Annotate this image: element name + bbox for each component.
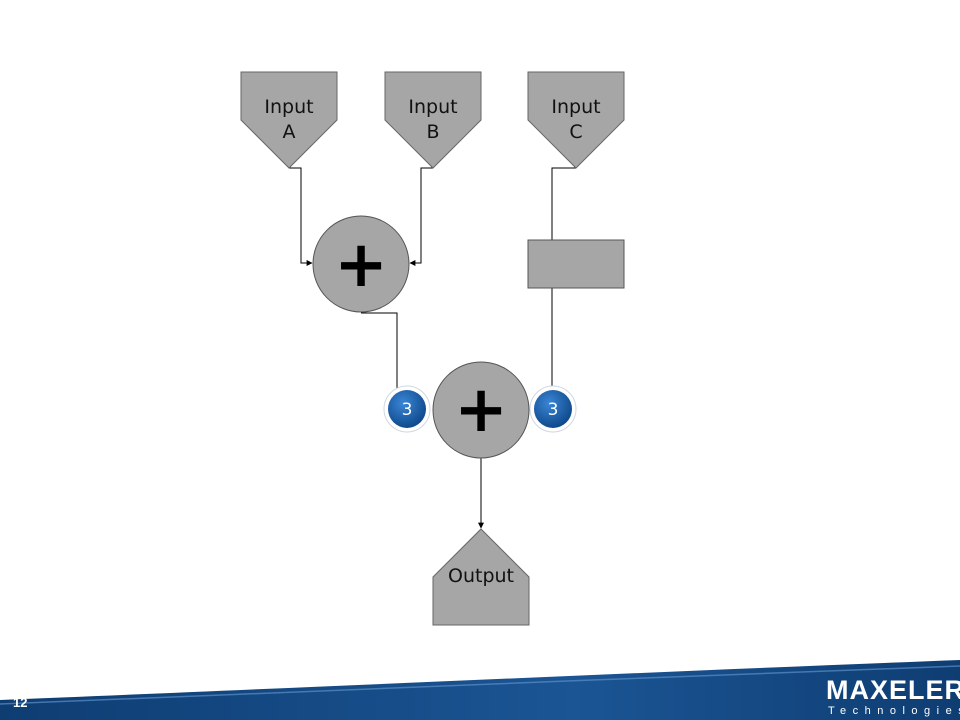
connectors — [289, 167, 576, 529]
connector-input-b-to-adder-1 — [409, 167, 433, 266]
adder-node-1: + — [312, 215, 410, 313]
page-number: 12 — [13, 695, 27, 710]
adder-node-2: + — [432, 361, 530, 459]
input-a-label-line1: Input — [264, 96, 313, 118]
logo-main-text: MAXELER — [826, 675, 960, 705]
input-node-a: Input A — [240, 71, 338, 169]
delay-badge-left: 3 — [383, 385, 431, 433]
input-b-label-line2: B — [426, 121, 439, 143]
input-node-b: Input B — [384, 71, 482, 169]
logo-sub-text: Technologies — [828, 705, 960, 717]
footer: 12 MAXELER Technologies — [0, 660, 960, 720]
connector-input-c-to-box — [551, 167, 576, 240]
delay-box — [527, 239, 625, 289]
input-c-label-line2: C — [569, 121, 582, 143]
footer-highlight — [0, 665, 960, 705]
input-node-c: Input C — [527, 71, 625, 169]
adder-2-plus-symbol: + — [454, 373, 508, 447]
delay-badge-right: 3 — [529, 385, 577, 433]
output-node: Output — [432, 528, 530, 626]
adder-1-plus-symbol: + — [334, 228, 388, 302]
input-a-label-line2: A — [283, 121, 296, 143]
input-b-label-line1: Input — [408, 96, 457, 118]
delay-badge-left-value: 3 — [402, 400, 413, 420]
input-c-label-line1: Input — [551, 96, 600, 118]
connector-input-a-to-adder-1 — [289, 167, 313, 266]
maxeler-logo: MAXELER Technologies — [826, 675, 960, 717]
delay-badge-right-value: 3 — [548, 400, 559, 420]
footer-bar — [0, 660, 960, 720]
output-label: Output — [448, 565, 514, 587]
connector-adder-1-to-badge-left — [361, 312, 398, 391]
